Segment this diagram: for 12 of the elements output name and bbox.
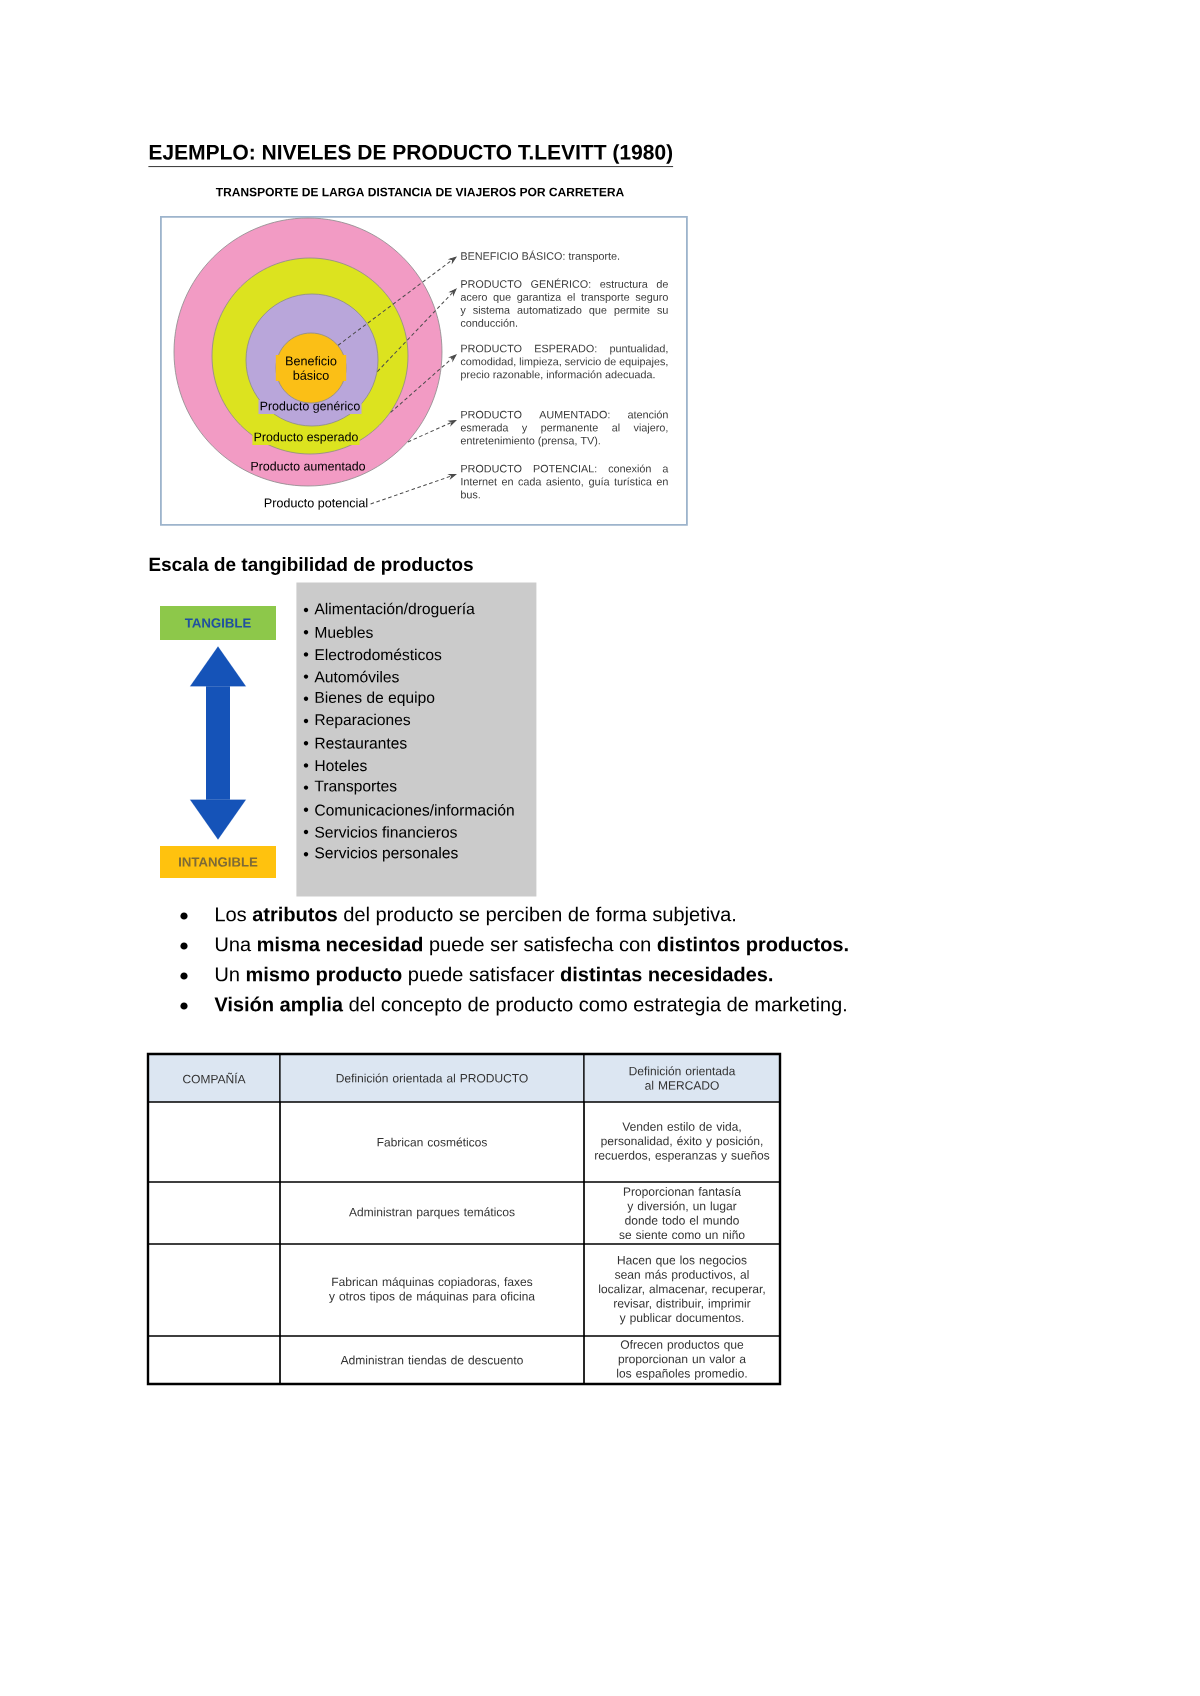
arrow — [407, 420, 457, 443]
arrow — [370, 473, 457, 505]
arrow — [390, 354, 457, 413]
arrow — [337, 256, 457, 346]
arrow — [190, 646, 246, 840]
page-title: EJEMPLO: NIVELES DE PRODUCTO T.LEVITT (1980) — [148, 144, 674, 167]
arrow — [376, 288, 457, 373]
bullet-text: Una misma necesidad puede ser satisfecha con distintos productos. — [215, 936, 848, 956]
bullet-text: Los atributos del producto se perciben de forma subjetiva. — [216, 906, 735, 926]
bullet-text: Visión amplia del concepto de producto como estrategia de marketing. — [214, 996, 846, 1016]
section-heading: Escala de tangibilidad de productos — [149, 557, 473, 575]
bullet-text: Un mismo producto puede satisfacer distintas necesidades. — [215, 966, 773, 986]
